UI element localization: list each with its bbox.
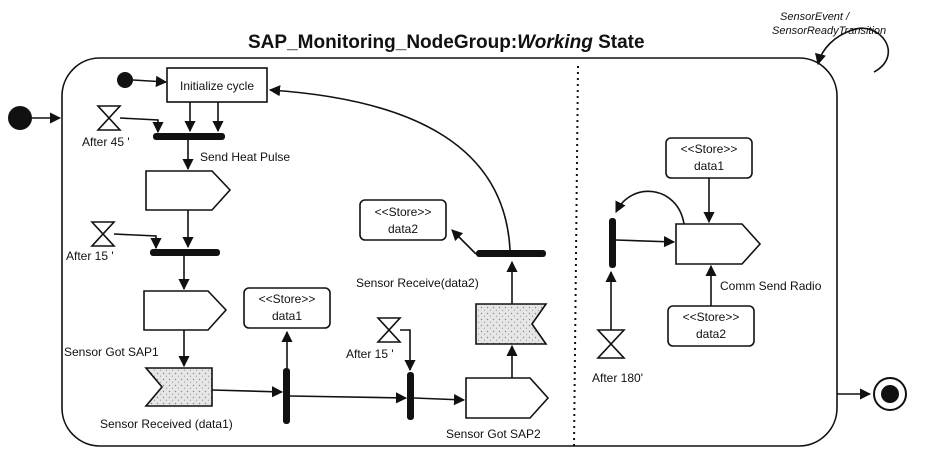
timer-after-15b-icon	[376, 317, 402, 343]
timer-after-45-label: After 45 '	[82, 135, 130, 149]
join-bar-6	[609, 218, 616, 268]
self-transition-label: SensorEvent / SensorReadyTransition	[772, 11, 886, 37]
self-transition-line1: SensorEvent /	[780, 11, 850, 23]
bar5-to-store-data2	[451, 229, 477, 255]
self-transition-loop	[815, 27, 889, 73]
store-data1-left-name: data1	[272, 309, 302, 323]
store-data2-left-stereotype: <<Store>>	[375, 205, 432, 219]
timer-15a-to-fork	[113, 233, 162, 250]
comm-send-radio-label: Comm Send Radio	[720, 279, 822, 293]
join-bar-1	[153, 133, 225, 140]
bar3-to-bar4	[289, 392, 408, 404]
timer-after-15a-label: After 15 '	[66, 249, 114, 263]
self-transition-line2: SensorReadyTransition	[772, 25, 886, 37]
final-state-inner	[881, 385, 899, 403]
sensor-got-sap2-signal	[465, 377, 550, 419]
initialize-cycle-action	[166, 67, 268, 103]
sensor-got-sap2-label: Sensor Got SAP2	[446, 427, 541, 441]
store-data2-left-name: data2	[388, 222, 418, 236]
sensor-received-data1-label: Sensor Received (data1)	[100, 417, 233, 431]
sensor-receive-data2-signal	[475, 303, 548, 345]
store-data1-left	[243, 287, 331, 329]
timer-after-45-icon	[96, 105, 122, 131]
diagram-title: SAP_Monitoring_NodeGroup:Working State	[248, 32, 645, 53]
title-working: Working	[517, 32, 593, 53]
timer-after-15a-icon	[90, 221, 116, 247]
store-data2-right-stereotype: <<Store>>	[683, 310, 740, 324]
fork-bar-5	[476, 250, 546, 257]
comm-send-radio-signal	[675, 223, 762, 265]
sensor-received-data1-signal	[144, 367, 213, 407]
inner-initial-arrow	[132, 75, 168, 87]
timer-after-180-icon	[596, 329, 626, 359]
bar4-to-signal3	[413, 394, 466, 406]
store-data2-right-name: data2	[696, 327, 726, 341]
inner-initial-state	[117, 72, 133, 88]
initialize-cycle-label: Initialize cycle	[180, 79, 254, 93]
receive1-to-bar3	[211, 386, 284, 398]
title-suffix: State	[593, 32, 645, 53]
bar6-to-comm	[615, 236, 676, 248]
outer-initial-state	[8, 106, 32, 130]
title-prefix: SAP_Monitoring_NodeGroup:	[248, 32, 517, 53]
timer-after-15b-label: After 15 '	[346, 347, 394, 361]
store-data2-left	[359, 199, 447, 241]
store-data1-left-stereotype: <<Store>>	[259, 292, 316, 306]
sensor-got-sap1-label: Sensor Got SAP1	[64, 345, 159, 359]
comm-to-bar6-loop	[615, 190, 685, 225]
sensor-got-sap1-signal	[143, 290, 228, 331]
composite-state-boundary	[61, 57, 838, 447]
join-bar-4	[407, 372, 414, 420]
region-divider	[573, 65, 579, 447]
timer-after-180-label: After 180'	[592, 371, 643, 385]
bar5-to-initialize	[268, 85, 511, 251]
send-heat-pulse-label: Send Heat Pulse	[200, 150, 290, 164]
send-heat-pulse-signal	[145, 170, 232, 211]
store-data1-right-name: data1	[694, 159, 724, 173]
join-bar-2	[150, 249, 220, 256]
store-data1-right-stereotype: <<Store>>	[681, 142, 738, 156]
fork-bar-3	[283, 368, 290, 424]
timer-45-to-fork	[119, 117, 164, 134]
sensor-receive-data2-label: Sensor Receive(data2)	[356, 276, 479, 290]
timer-15b-to-bar4	[400, 329, 416, 372]
